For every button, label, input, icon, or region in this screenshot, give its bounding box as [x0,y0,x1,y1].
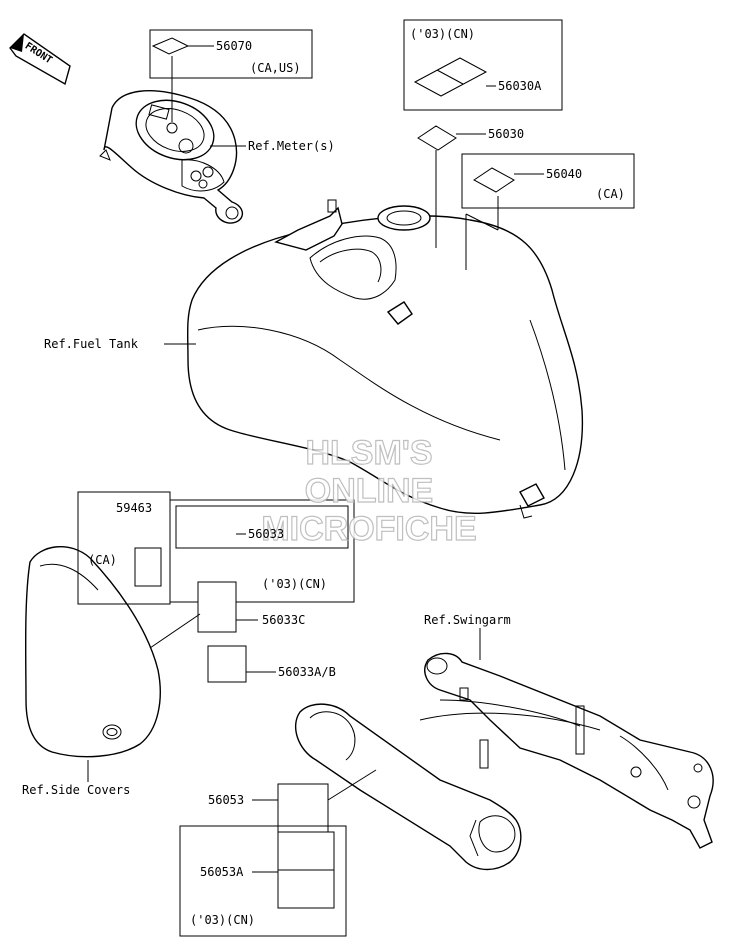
label-59463-note: (CA) [88,553,117,567]
watermark-line-2: ONLINE [305,472,433,510]
decal-56033c [197,581,237,633]
decal-56053 [277,783,329,841]
label-59463: 59463 [116,501,152,515]
label-side-covers: Ref.Side Covers [22,783,130,797]
label-56033c: 56033C [262,613,305,627]
decal-59463-box [77,491,171,605]
decal-56030a-box [403,19,563,111]
decal-56033ab [207,645,247,683]
label-56070-note: (CA,US) [250,61,301,75]
leader-lines [87,45,544,873]
side-cover-part [24,545,161,758]
meter-part [99,90,243,224]
watermark-line-1: HLSM'S [305,434,432,472]
label-56030: 56030 [488,127,524,141]
label-56053a-note: ('03)(CN) [190,913,255,927]
label-56030a-note: ('03)(CN) [410,27,475,41]
fuel-tank-part [186,199,584,519]
decal-56033-box [169,499,355,603]
label-56030a: 56030A [498,79,542,93]
label-56040-note: (CA) [596,187,625,201]
decal-56030 [417,125,457,151]
swingarm-part [295,652,714,871]
label-swingarm: Ref.Swingarm [424,613,511,627]
front-arrow-icon: FRONT [9,33,71,86]
label-56040: 56040 [546,167,582,181]
decal-56053a-box [179,825,347,937]
label-56033-note: ('03)(CN) [262,577,327,591]
decal-56040-box [461,153,635,209]
label-56033: 56033 [248,527,284,541]
label-meter: Ref.Meter(s) [248,139,335,153]
watermark: HLSM'S ONLINE MICROFICHE [261,433,478,548]
label-56033ab: 56033A/B [278,665,336,679]
label-56053a: 56053A [200,865,244,879]
label-fuel-tank: Ref.Fuel Tank [44,337,139,351]
label-56053: 56053 [208,793,244,807]
label-56070: 56070 [216,39,252,53]
watermark-line-3: MICROFICHE [261,510,476,548]
